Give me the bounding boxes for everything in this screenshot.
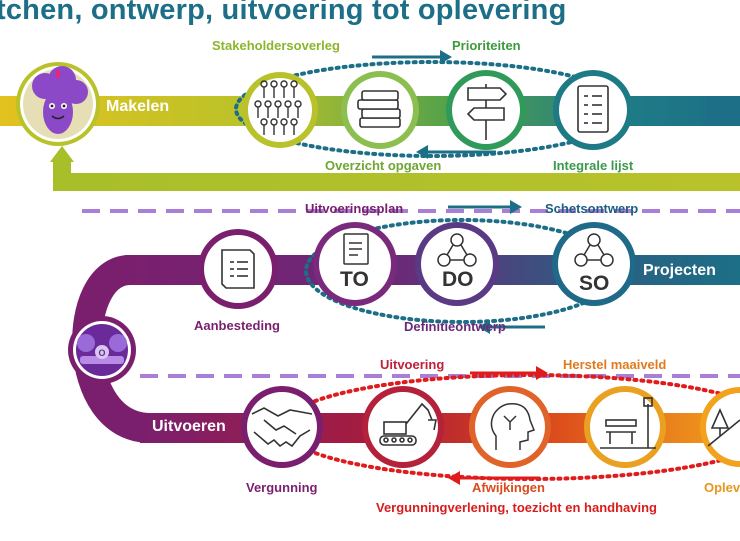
phase-label-projecten: Projecten: [643, 262, 716, 279]
label-afwijkingen: Afwijkingen: [472, 480, 545, 495]
label-definitieontwerp: Definitieontwerp: [404, 319, 506, 334]
label-aanbesteding: Aanbesteding: [194, 318, 280, 333]
handshake-icon: [241, 386, 323, 468]
meeting-people-icon: O: [68, 316, 136, 384]
people-group-icon: [242, 72, 318, 148]
svg-text:O: O: [98, 348, 105, 358]
arrow-afwijkingen: [448, 471, 540, 485]
phase-label-uitvoeren: Uitvoeren: [152, 418, 226, 435]
page-title: tchen, ontwerp, uitvoering tot opleverin…: [0, 0, 567, 26]
brain-head-icon: [469, 386, 551, 468]
to-document-icon: [313, 222, 397, 306]
park-bench-icon: [584, 386, 666, 468]
label-so: SO: [579, 272, 610, 295]
label-prioriteiten: Prioriteiten: [452, 38, 521, 53]
arrow-uitvoering: [470, 366, 548, 380]
do-network-icon: [415, 222, 499, 306]
label-uitvoeringsplan: Uitvoeringsplan: [305, 201, 404, 216]
label-do: DO: [442, 268, 474, 291]
books-icon: [341, 71, 419, 149]
checklist-icon: [553, 70, 633, 150]
arrow-definitieontwerp: [478, 320, 545, 334]
label-herstel-maaiveld: Herstel maaiveld: [563, 357, 667, 372]
person-mascot-icon: [16, 62, 100, 146]
arrow-prioriteiten: [372, 50, 452, 64]
label-schetsontwerp: Schetsontwerp: [545, 201, 639, 216]
label-vergunning: Vergunning: [246, 480, 318, 495]
document-list-icon: [198, 229, 278, 309]
arrow-uitvoeringsplan: [448, 200, 522, 214]
return-arrow-band: [53, 158, 740, 191]
signpost-icon: [446, 70, 526, 150]
phase-label-makelen: Makelen: [106, 98, 170, 115]
tree-icon: [700, 387, 740, 467]
return-arrow-head: [50, 146, 74, 162]
label-stakeholdersoverleg: Stakeholdersoverleg: [212, 38, 340, 53]
label-vergunningverlening: Vergunningverlening, toezicht en handhav…: [376, 500, 657, 515]
label-to: TO: [340, 268, 369, 291]
label-uitvoering: Uitvoering: [380, 357, 445, 372]
arrow-overzicht: [416, 145, 496, 159]
label-oplevering: Oplev: [704, 480, 740, 495]
excavator-icon: [362, 386, 444, 468]
so-network-icon: [552, 222, 636, 306]
label-overzicht-opgaven: Overzicht opgaven: [325, 158, 442, 173]
label-integrale-lijst: Integrale lijst: [553, 158, 634, 173]
